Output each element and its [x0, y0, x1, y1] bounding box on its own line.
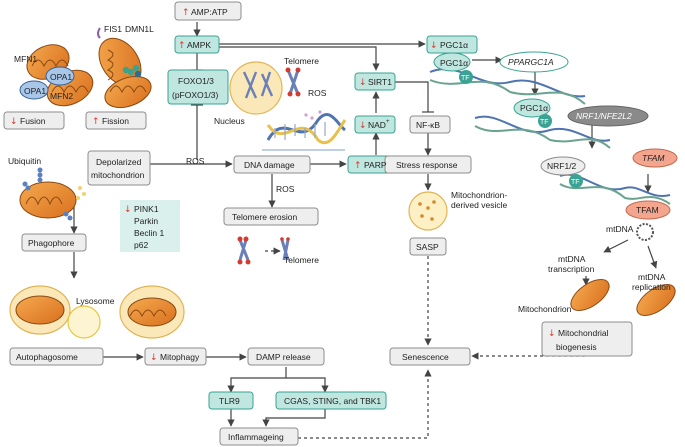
tf-label: TF — [461, 75, 470, 82]
nuclear-dna-strands — [429, 68, 671, 205]
dna-damage-label: DNA damage — [244, 160, 295, 170]
tfam-gene-label: TFAM — [642, 153, 665, 163]
biogenesis-label-2: biogenesis — [556, 342, 597, 352]
tlr9-label: TLR9 — [219, 396, 240, 406]
mfn2-label: MFN2 — [50, 91, 73, 101]
fission-mitochondria — [97, 27, 152, 109]
nad-label: NAD — [368, 120, 386, 130]
depolarized-mitochondrion-icon — [19, 167, 86, 221]
tfam-label: TFAM — [636, 205, 659, 215]
dmn1l-label: DMN1L — [125, 24, 154, 34]
up-arrow: ↑ — [178, 41, 186, 51]
up-arrow: ↑ — [354, 161, 362, 171]
phagophore-label: Phagophore — [28, 238, 75, 248]
parp-label: PARP — [364, 160, 387, 170]
ros-label: ROS — [276, 184, 295, 194]
down-arrow: ↓ — [548, 329, 556, 339]
mfn1-label: MFN1 — [14, 54, 37, 64]
up-arrow: ↑ — [92, 117, 100, 127]
damp-label: DAMP release — [256, 352, 311, 362]
lysosome-label: Lysosome — [76, 296, 115, 306]
mt-replication-label-1: mtDNA — [638, 272, 666, 282]
fusion-label: Fusion — [20, 116, 46, 126]
short-telomere-icon — [237, 236, 290, 265]
mdv-icon — [408, 191, 448, 231]
pink1-label: PINK1 — [134, 204, 159, 214]
fis1-label: FIS1 — [104, 24, 122, 34]
senescence-label: Senescence — [402, 352, 449, 362]
autophagosome-icon — [9, 285, 101, 339]
ampk-label: AMPK — [187, 40, 211, 50]
down-arrow: ↓ — [430, 41, 438, 51]
p62-label: p62 — [134, 240, 148, 250]
sasp-label: SASP — [416, 242, 439, 252]
boxes — [3, 1, 678, 446]
telomere-label: Telomere — [284, 56, 319, 66]
dashed-connectors — [265, 247, 589, 439]
opa1-label: OPA1 — [24, 86, 46, 96]
depol-label-2: mitochondrion — [91, 170, 145, 180]
down-arrow: ↓ — [124, 205, 132, 215]
mt-transcription-label-2: transcription — [548, 264, 595, 274]
tf-label: TF — [571, 179, 580, 186]
pgc-head-label: PGC1α — [440, 40, 468, 50]
parkin-label: Parkin — [134, 216, 158, 226]
mt-transcription-label-1: mtDNA — [558, 254, 586, 264]
ros-label: ROS — [308, 88, 327, 98]
pgc1-label: PGC1α — [440, 58, 468, 68]
pfoxo-label: (pFOXO1/3) — [172, 90, 218, 100]
pink1-box — [120, 200, 180, 252]
tf-label: TF — [540, 119, 549, 126]
nad-sup-label: + — [386, 119, 390, 125]
replication-mitochondrion-icon — [636, 283, 676, 317]
ros-label: ROS — [186, 156, 205, 166]
ppargc-label: PPARGC1A — [508, 57, 554, 67]
opa1-label: OPA1 — [50, 72, 72, 82]
stress-label: Stress response — [396, 160, 458, 170]
inflammageing-label: Inflammageing — [228, 432, 284, 442]
down-arrow: ↓ — [10, 117, 18, 127]
telomere-chromosome-icon — [285, 67, 301, 97]
dna-helix-icon — [262, 110, 347, 151]
foxo-label: FOXO1/3 — [178, 76, 214, 86]
mitophagy-label: Mitophagy — [160, 352, 200, 362]
cgas-label: CGAS, STING, and TBK1 — [284, 396, 381, 406]
mt-replication-label-2: replication — [632, 282, 671, 292]
nfkb-label: NF-κB — [416, 120, 440, 130]
transcription-mitochondrion-icon — [570, 278, 610, 312]
autophagosome-label: Autophagosome — [16, 352, 78, 362]
nrf-label: NRF1/2 — [547, 161, 577, 171]
mitochondrion-label: Mitochondrion — [518, 304, 572, 314]
nrf-gene-label: NRF1/NFE2L2 — [576, 111, 632, 121]
fusion-mitochondria — [19, 44, 94, 107]
pgc2-label: PGC1α — [520, 103, 548, 113]
connectors — [70, 22, 658, 427]
nucleus-icon — [229, 61, 283, 115]
beclin-label: Beclin 1 — [134, 228, 165, 238]
down-arrow: ↓ — [359, 121, 367, 131]
telomere-erosion-label: Telomere erosion — [232, 212, 297, 222]
text-layer: ↑ AMP:ATP ↑ AMPK FOXO1/3 (pFOXO1/3) ↓ PG… — [8, 7, 671, 442]
mitophagy-icon — [119, 285, 185, 339]
biogenesis-label-1: Mitochondrial — [558, 328, 609, 338]
nucleus-label: Nucleus — [214, 116, 245, 126]
fission-label: Fission — [102, 116, 129, 126]
mdv-label-2: derived vesicle — [451, 200, 507, 210]
up-arrow: ↑ — [182, 8, 190, 18]
depol-label-1: Depolarized — [96, 157, 142, 167]
mdv-label-1: Mitochondrion- — [451, 190, 507, 200]
mtdna-ring-icon — [636, 223, 654, 241]
mtdna-label: mtDNA — [606, 224, 634, 234]
telomere-short-label: Telomere — [284, 255, 319, 265]
down-arrow: ↓ — [150, 353, 158, 363]
sirt1-label: SIRT1 — [368, 77, 392, 87]
amp-atp-label: AMP:ATP — [191, 7, 228, 17]
ubiquitin-label: Ubiquitin — [8, 156, 41, 166]
down-arrow: ↓ — [359, 78, 367, 88]
